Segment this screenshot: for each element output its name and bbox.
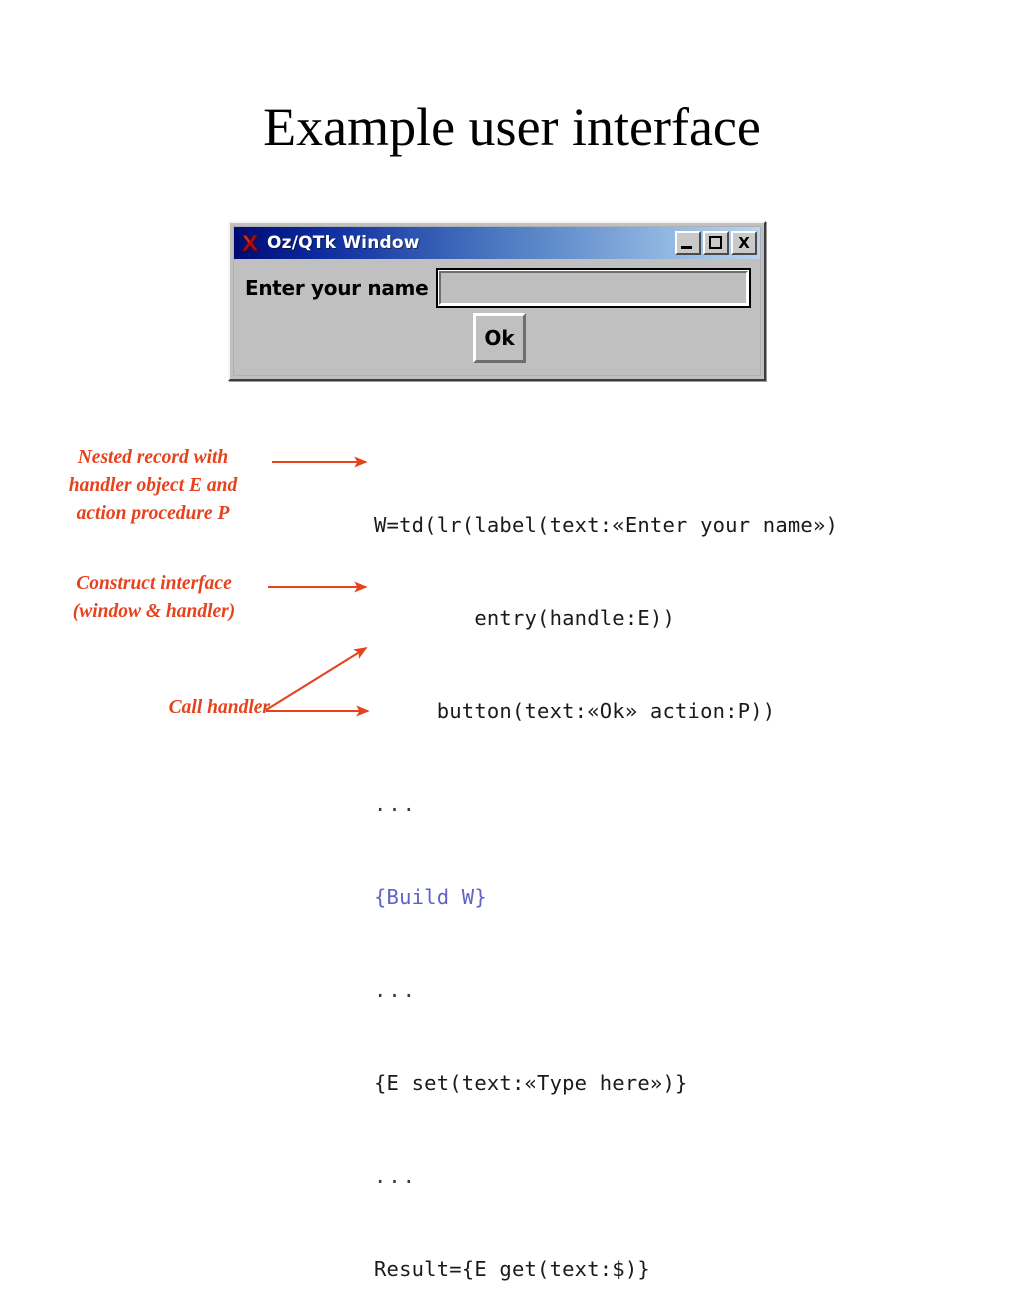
- arrow-to-set-call: [265, 647, 368, 711]
- annotation-call-handler: Call handler: [168, 697, 270, 718]
- window-title: Oz/QTk Window: [267, 233, 420, 253]
- annotation-nested-record: Nested record with handler object E and …: [68, 447, 238, 524]
- name-entry-input[interactable]: [439, 271, 748, 305]
- code-line-ellipsis: ...: [374, 978, 418, 1002]
- close-button[interactable]: X: [731, 231, 757, 255]
- page-title: Example user interface: [263, 97, 761, 157]
- annotation-construct-interface: Construct interface (window & handler): [72, 573, 236, 622]
- code-line: button(text:«Ok» action:P)): [374, 699, 776, 723]
- entry-row: Enter your name: [234, 265, 760, 311]
- code-line: entry(handle:E)): [374, 606, 676, 630]
- window-controls: X: [675, 231, 757, 255]
- button-row: Ok: [234, 313, 760, 369]
- minimize-button[interactable]: [675, 231, 701, 255]
- code-line: {E set(text:«Type here»)}: [374, 1071, 688, 1095]
- enter-your-name-label: Enter your name: [245, 276, 429, 300]
- ok-button[interactable]: Ok: [473, 313, 526, 363]
- window-client-area: Enter your name Ok: [234, 259, 760, 375]
- oz-qtk-window: Oz/QTk Window X Enter your name: [228, 221, 766, 381]
- maximize-icon: [709, 236, 722, 249]
- minimize-icon: [681, 246, 692, 249]
- code-line: W=td(lr(label(text:«Enter your name»): [374, 513, 839, 537]
- code-line-build: {Build W}: [374, 885, 487, 909]
- code-block: W=td(lr(label(text:«Enter your name») en…: [374, 448, 838, 1316]
- code-line-ellipsis: ...: [374, 792, 418, 816]
- oz-x-icon: [239, 232, 261, 254]
- close-icon: X: [738, 234, 750, 252]
- name-entry-wrapper: [436, 268, 751, 308]
- maximize-button[interactable]: [703, 231, 729, 255]
- window-inner-frame: Oz/QTk Window X Enter your name: [233, 226, 761, 376]
- code-line: Result={E get(text:$)}: [374, 1257, 650, 1281]
- window-titlebar[interactable]: Oz/QTk Window X: [234, 227, 760, 259]
- code-line-ellipsis: ...: [374, 1164, 418, 1188]
